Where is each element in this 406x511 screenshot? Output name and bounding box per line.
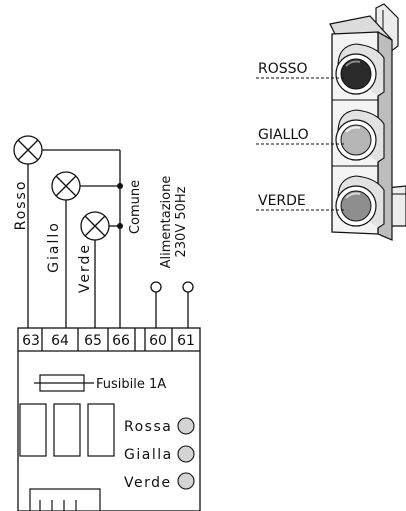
tl-label-giallo: GIALLO — [258, 127, 309, 143]
terminal-labels: 63 64 65 66 60 61 — [22, 333, 195, 349]
label-verde: Verde — [77, 243, 93, 293]
label-alimentazione: Alimentazione — [159, 176, 174, 269]
lamp-rosso-icon — [13, 135, 43, 165]
terminal-66: 66 — [112, 333, 130, 349]
led-indicators — [177, 417, 195, 490]
led-rossa-icon — [177, 417, 195, 435]
terminal-61: 61 — [177, 333, 195, 349]
label-230v: 230V 50Hz — [174, 186, 189, 257]
led-verde-icon — [177, 472, 195, 490]
label-giallo: Giallo — [46, 221, 62, 273]
bottom-connector — [29, 488, 101, 511]
relay-blocks — [19, 403, 115, 457]
led-label-rossa: Rossa — [124, 419, 172, 435]
lamp-verde-icon — [80, 211, 110, 241]
traffic-light-icon — [329, 3, 406, 241]
fuse-icon — [34, 374, 94, 392]
fuse-label: Fusibile 1A — [96, 377, 166, 392]
led-gialla-icon — [177, 445, 195, 463]
callout-lines — [256, 77, 344, 211]
terminal-63: 63 — [22, 333, 40, 349]
terminal-60: 60 — [149, 333, 167, 349]
terminal-64: 64 — [51, 333, 69, 349]
led-label-verde: Verde — [124, 475, 172, 491]
wiring — [27, 149, 194, 328]
label-rosso: Rosso — [13, 180, 29, 231]
terminal-65: 65 — [84, 333, 102, 349]
lamp-giallo-icon — [51, 171, 81, 201]
label-comune: Comune — [128, 180, 143, 234]
tl-label-rosso: ROSSO — [258, 61, 308, 77]
junction-dots — [117, 183, 123, 229]
led-label-gialla: Gialla — [124, 447, 173, 463]
tl-label-verde: VERDE — [258, 193, 306, 209]
